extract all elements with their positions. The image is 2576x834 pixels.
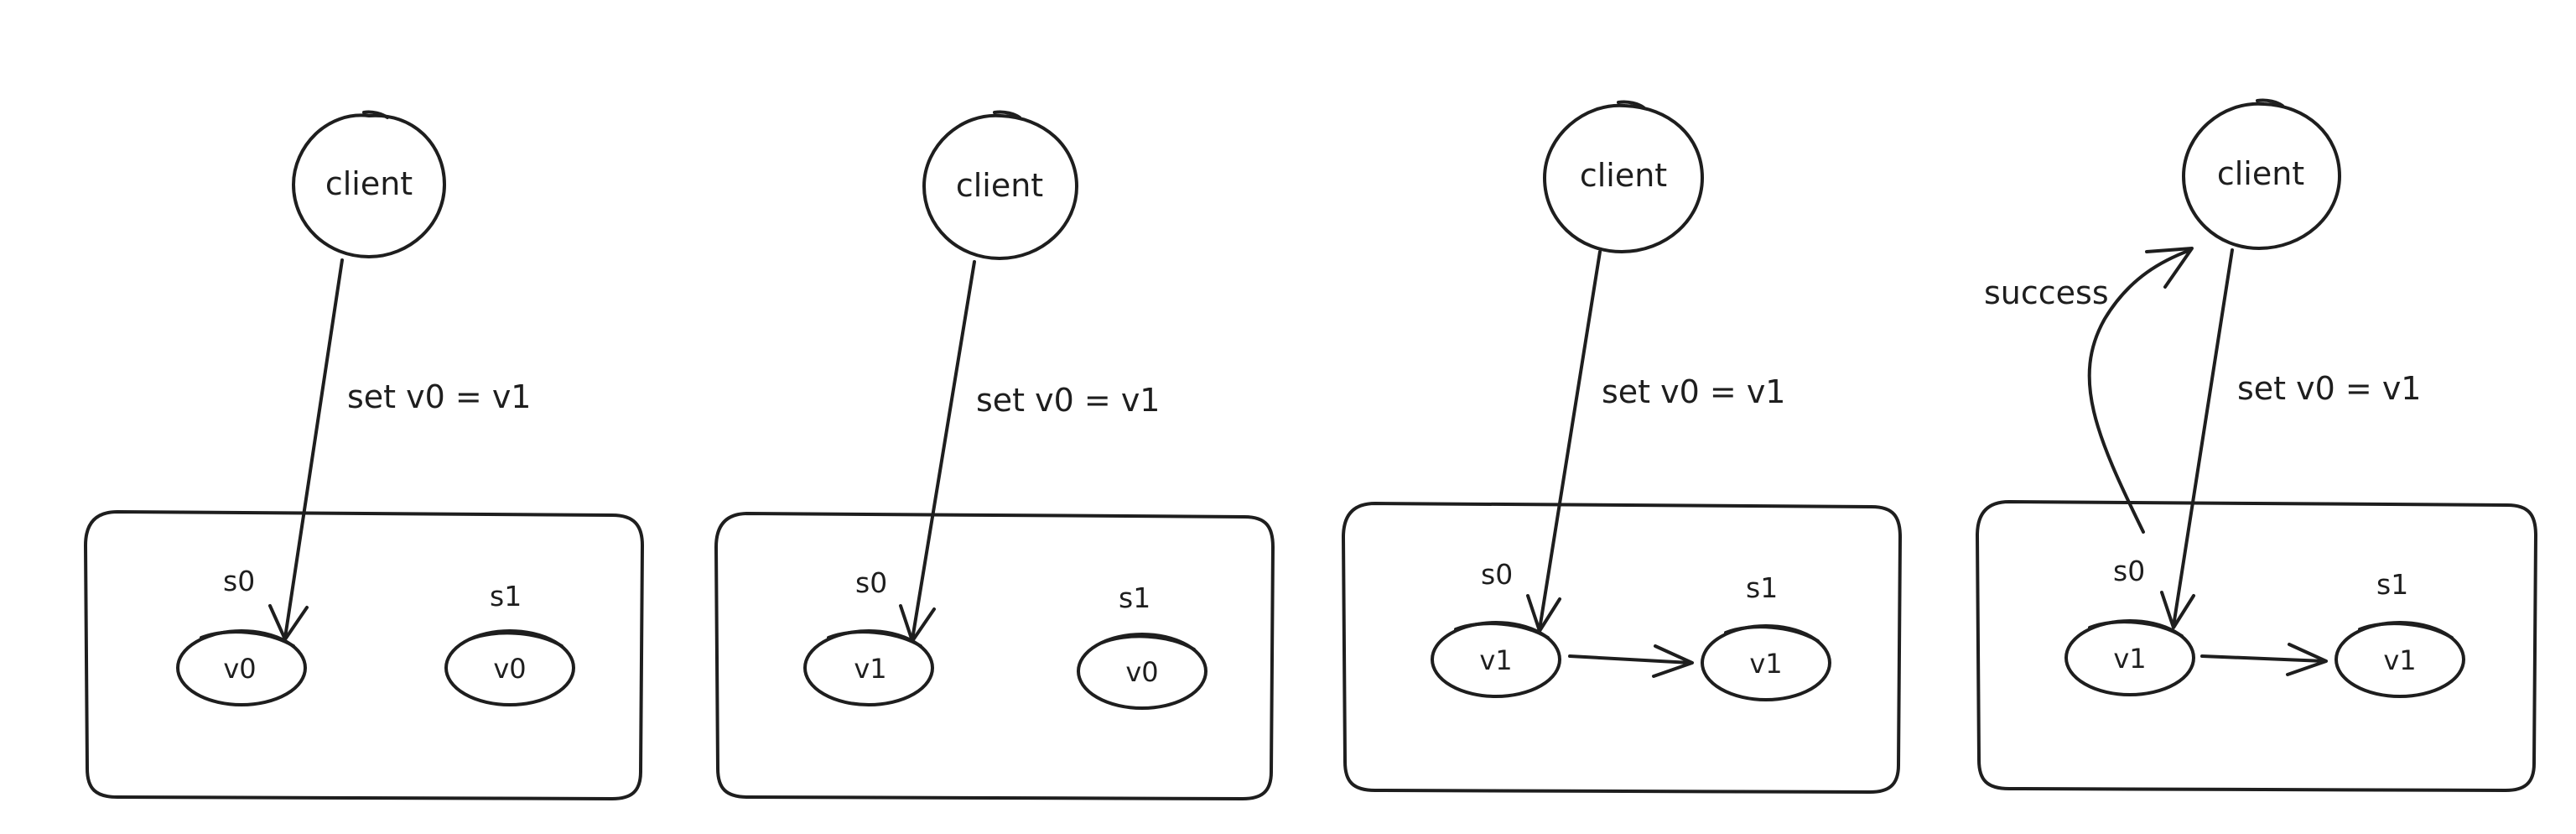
server-node-s1: v0 (1077, 633, 1208, 710)
server-node-s0: v1 (1431, 621, 1561, 698)
server-value-s1: v1 (1749, 648, 1782, 680)
server-label-s1: s1 (2376, 568, 2408, 601)
cluster-box (1342, 502, 1902, 794)
panel-4: client set v0 = v1 success s0 v1 s1 v1 (1976, 98, 2537, 792)
replication-arrow (2200, 643, 2328, 676)
client-node: client (922, 110, 1078, 260)
server-value-s0: v0 (223, 653, 256, 685)
client-label: client (956, 167, 1043, 204)
server-value-s0: v1 (854, 653, 886, 685)
server-label-s0: s0 (855, 566, 887, 599)
client-label: client (1580, 157, 1667, 194)
server-node-s1: v1 (1701, 624, 1831, 701)
server-node-s0: v1 (803, 629, 934, 706)
request-arrow (2160, 248, 2234, 629)
server-label-s1: s1 (1746, 571, 1778, 604)
request-label: set v0 = v1 (347, 378, 531, 415)
server-value-s1: v0 (493, 653, 526, 685)
client-label: client (325, 165, 413, 202)
server-label-s0: s0 (1481, 558, 1513, 591)
server-value-s1: v0 (1125, 656, 1158, 688)
cluster-box (714, 512, 1275, 800)
server-value-s0: v1 (1479, 644, 1512, 676)
request-arrow (1526, 250, 1602, 633)
server-node-s1: v1 (2334, 621, 2465, 698)
request-label: set v0 = v1 (976, 382, 1160, 419)
server-label-s0: s0 (2113, 555, 2145, 587)
request-arrow (268, 258, 344, 641)
server-node-s1: v0 (444, 629, 575, 706)
client-label: client (2217, 155, 2304, 192)
cluster-box (1976, 500, 2537, 792)
cluster-box (84, 510, 644, 800)
server-node-s0: v1 (2064, 619, 2195, 696)
client-node: client (2182, 98, 2341, 250)
response-arrow (2087, 247, 2194, 534)
server-value-s1: v1 (2383, 644, 2416, 676)
request-arrow (899, 260, 976, 643)
request-label: set v0 = v1 (2237, 370, 2421, 407)
request-label: set v0 = v1 (1602, 373, 1785, 410)
server-value-s0: v1 (2113, 643, 2146, 675)
panel-3: client set v0 = v1 s0 v1 s1 v1 (1342, 100, 1902, 794)
server-label-s1: s1 (490, 580, 522, 612)
client-node: client (292, 110, 446, 258)
server-label-s0: s0 (223, 565, 255, 597)
panel-1: client set v0 = v1 s0 v0 s1 v0 (84, 110, 644, 800)
panel-2: client set v0 = v1 s0 v1 s1 v0 (714, 110, 1275, 800)
response-label: success (1984, 274, 2109, 311)
server-label-s1: s1 (1119, 581, 1150, 614)
server-node-s0: v0 (176, 629, 307, 706)
replication-arrow (1568, 644, 1694, 678)
client-node: client (1543, 100, 1704, 253)
